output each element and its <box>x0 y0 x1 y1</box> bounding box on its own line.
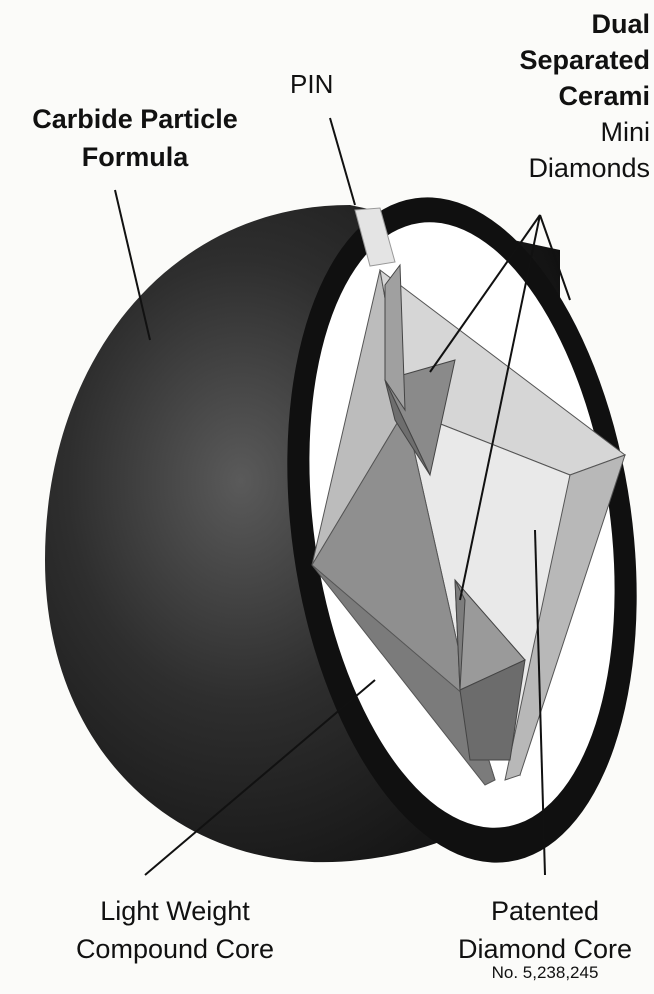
carbide-label-line-1: Carbide Particle <box>10 100 260 138</box>
light-weight-label-line-2: Compound Core <box>40 930 310 968</box>
dual-label-line-2: Separated <box>519 42 650 78</box>
mini-diamonds-label-line-2: Diamonds <box>519 150 650 186</box>
dual-label-line-1: Dual <box>519 6 650 42</box>
carbide-label-line-2: Formula <box>10 138 260 176</box>
patent-number-label: No. 5,238,245 <box>460 964 630 983</box>
pin-label: PIN <box>290 70 333 99</box>
patented-diamond-core-label: Patented Diamond Core <box>420 892 654 968</box>
carbide-particle-formula-label: Carbide Particle Formula <box>10 100 260 176</box>
light-weight-label-line-1: Light Weight <box>40 892 310 930</box>
light-weight-compound-core-label: Light Weight Compound Core <box>40 892 310 968</box>
pin-leader <box>330 118 355 205</box>
mini-diamonds-label-line-1: Mini <box>519 114 650 150</box>
patented-label-line-1: Patented <box>420 892 654 930</box>
dual-label-line-3: Cerami <box>519 78 650 114</box>
dual-separated-cerami-label: Dual Separated Cerami Mini Diamonds <box>519 6 650 186</box>
